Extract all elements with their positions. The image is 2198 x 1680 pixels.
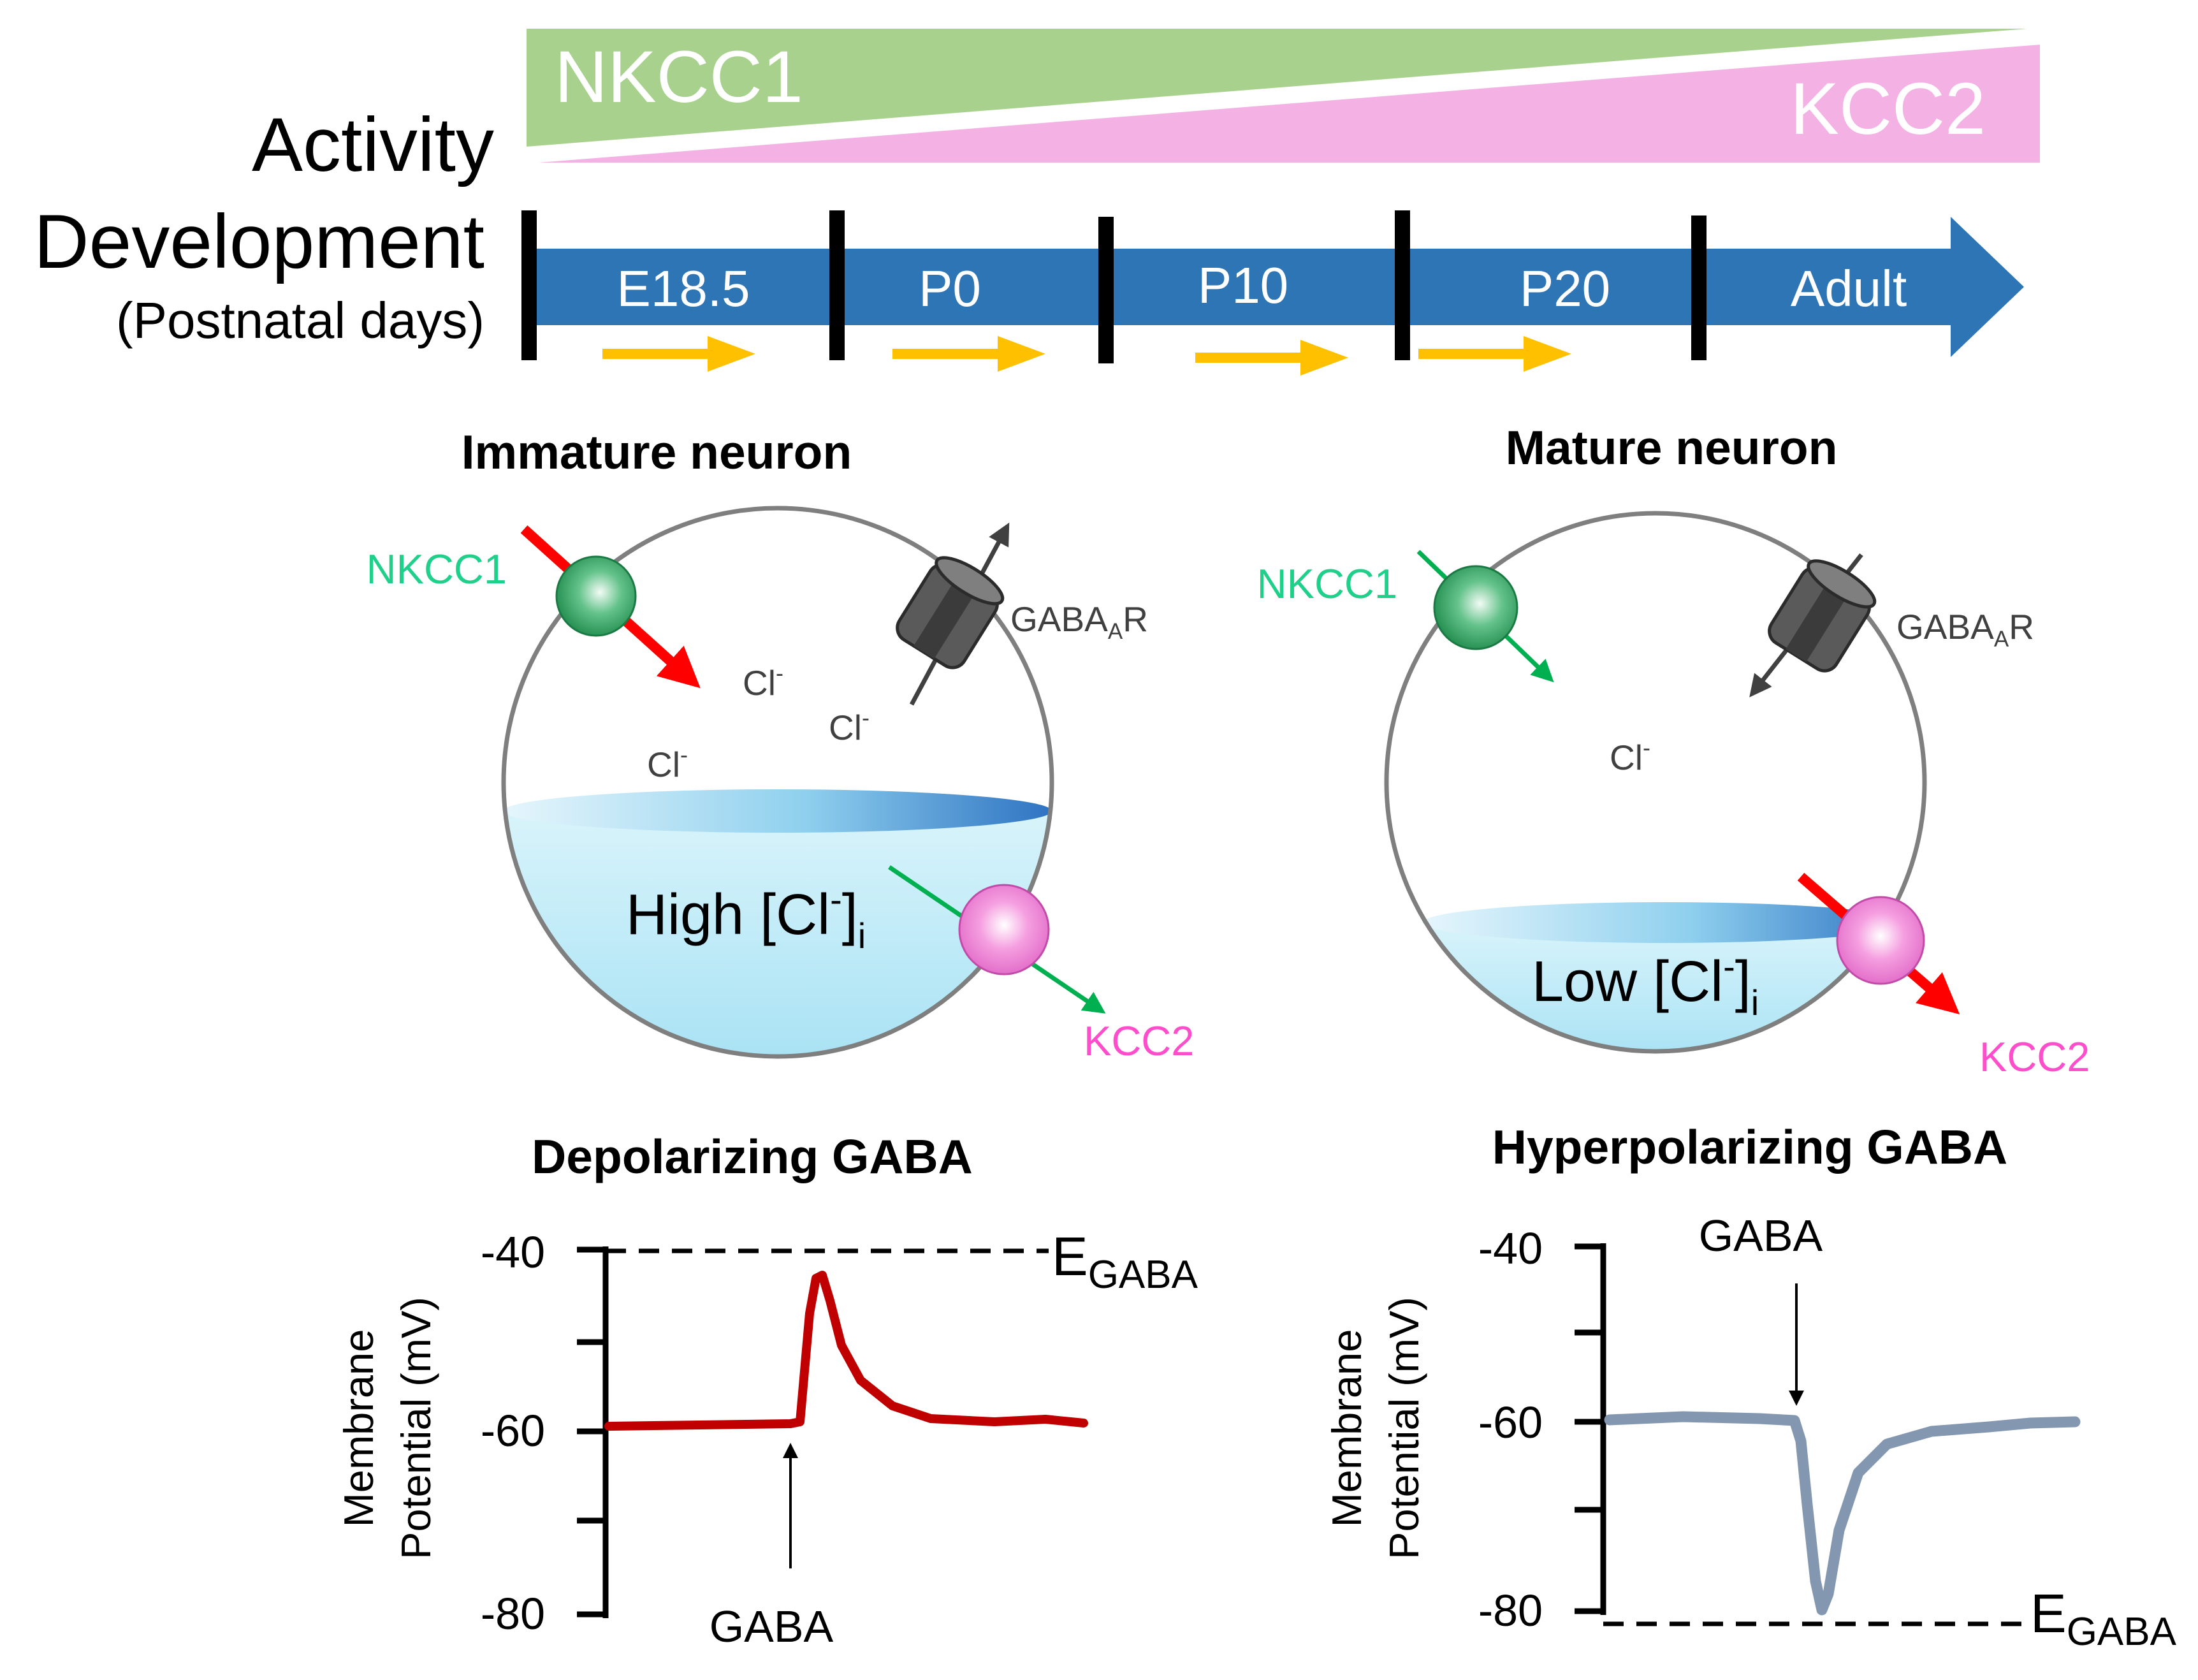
mature-chloride-ion: Cl- (1610, 734, 1650, 777)
stage-p10: P10 (1198, 257, 1288, 314)
immature-kcc2-transporter (958, 884, 1050, 975)
depolarizing-tick-label: -60 (481, 1406, 545, 1456)
stage-p0: P0 (919, 260, 981, 317)
depolarizing-y-axis (577, 1246, 609, 1618)
hyperpolarizing-tick-label: -60 (1478, 1398, 1543, 1447)
stage-dividers (521, 210, 1707, 363)
nkcc1-activity-label: NKCC1 (555, 36, 803, 118)
depolarizing-tick-label: -40 (481, 1227, 545, 1277)
progression-arrow (602, 336, 755, 372)
hyperpolarizing-egaba-label: EGABA (2030, 1584, 2177, 1654)
progression-arrow (1195, 340, 1348, 376)
mature-kcc2-label: KCC2 (1979, 1034, 2090, 1080)
immature-liquid-surface (504, 789, 1052, 833)
mature-neuron-title: Mature neuron (1506, 421, 1838, 474)
stage-adult: Adult (1791, 260, 1907, 317)
depolarizing-trace (604, 1271, 1088, 1431)
hyperpolarizing-y-axis-label: Membrane (1323, 1329, 1370, 1528)
depolarizing-gaba-title: Depolarizing GABA (532, 1130, 973, 1183)
immature-nkcc1-transporter (555, 555, 637, 637)
mature-nkcc1-label: NKCC1 (1257, 560, 1397, 607)
mature-chloride-level-label: Low [Cl-]i (1532, 946, 1759, 1023)
stage-e18-5: E18.5 (616, 260, 750, 317)
immature-gaba-a-receptor-icon (896, 522, 1010, 706)
stage-p20: P20 (1520, 260, 1610, 317)
hyperpolarizing-tick-label: -80 (1478, 1586, 1543, 1635)
depolarizing-egaba-label: EGABA (1052, 1227, 1198, 1297)
kcc2-activity-wedge (539, 45, 2040, 163)
immature-neuron-title: Immature neuron (462, 425, 852, 479)
mature-kcc2-transporter (1836, 896, 1925, 985)
immature-gaba-a-receptor-label: GABAAR (1010, 599, 1148, 644)
activity-row-label: Activity (252, 102, 494, 187)
mature-cell-membrane (1384, 511, 1927, 1054)
hyperpolarizing-stimulus-label: GABA (1699, 1211, 1823, 1260)
hyperpolarizing-gaba-title: Hyperpolarizing GABA (1492, 1120, 2007, 1174)
immature-chloride-ion: Cl- (743, 660, 783, 703)
depolarizing-tick-label: -80 (481, 1589, 545, 1639)
immature-kcc2-label: KCC2 (1084, 1018, 1194, 1064)
nkcc1-activity-wedge (527, 29, 2027, 147)
mature-gaba-a-receptor-icon (1749, 553, 1877, 698)
immature-chloride-ion: Cl- (647, 741, 688, 784)
immature-chloride-level-label: High [Cl-]i (626, 879, 866, 956)
immature-chloride-ion: Cl- (829, 705, 870, 747)
progression-arrow (892, 336, 1045, 372)
hyperpolarizing-y-axis (1575, 1243, 1606, 1615)
mature-gaba-a-receptor-label: GABAAR (1896, 607, 2034, 652)
hyperpolarizing-tick-label: -40 (1478, 1223, 1543, 1273)
immature-cell-membrane (501, 506, 1054, 1059)
depolarizing-y-axis-label: Membrane (335, 1329, 382, 1528)
development-timeline-arrow (529, 217, 2024, 357)
mature-liquid-surface (1423, 902, 1907, 943)
kcc2-activity-label: KCC2 (1790, 68, 1986, 150)
development-row-sublabel: (Postnatal days) (116, 292, 484, 349)
hyperpolarizing-trace (1604, 1411, 2081, 1616)
development-row-label: Development (34, 199, 484, 284)
depolarizing-y-axis-label: Potential (mV) (393, 1297, 439, 1559)
depolarizing-stimulus-label: GABA (710, 1602, 834, 1651)
hyperpolarizing-y-axis-label: Potential (mV) (1381, 1297, 1427, 1559)
immature-nkcc1-label: NKCC1 (367, 546, 507, 592)
progression-arrows (602, 336, 1571, 376)
mature-nkcc1-transporter (1433, 565, 1518, 650)
progression-arrow (1418, 336, 1571, 372)
